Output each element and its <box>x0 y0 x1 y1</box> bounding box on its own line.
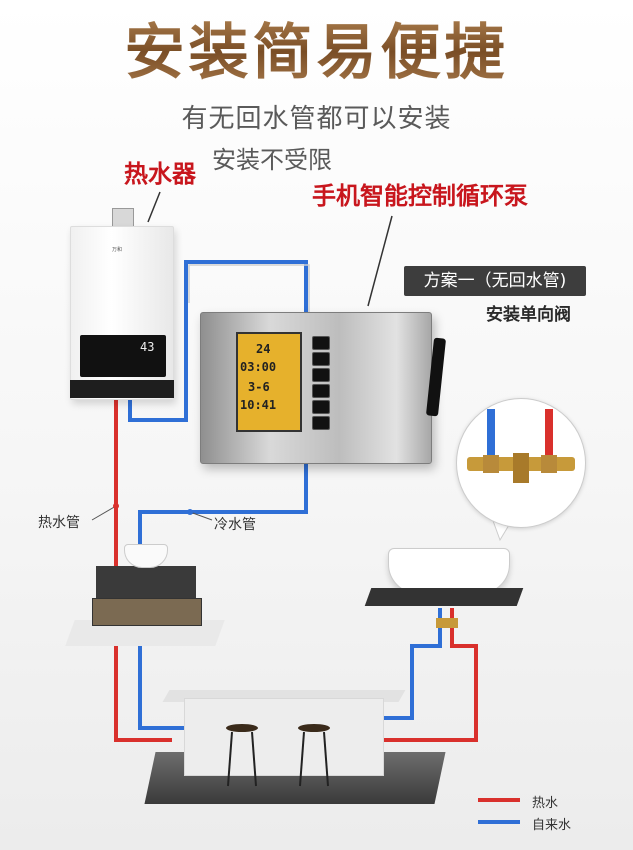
cold-pipe-heater-pump <box>184 260 308 312</box>
pump-button-4[interactable] <box>312 384 330 398</box>
pump-callout-line <box>367 215 393 307</box>
screen-line-1: 24 <box>256 342 271 356</box>
cold-pipe-heater-out <box>128 300 188 422</box>
pump-button-5[interactable] <box>312 400 330 414</box>
pump-callout: 手机智能控制循环泵 <box>312 181 528 210</box>
cold-pipe-right <box>382 608 442 720</box>
screen-line-2: 03:00 <box>240 360 277 374</box>
screen-line-3: 3-6 <box>248 380 270 394</box>
pump-screen: 24 03:00 3-6 10:41 <box>236 332 302 432</box>
pump-button-1[interactable] <box>312 336 330 350</box>
pump-button-6[interactable] <box>312 416 330 430</box>
pump-button-3[interactable] <box>312 368 330 382</box>
hot-pipe-main <box>114 398 172 742</box>
legend-cold-label: 自来水 <box>532 818 572 833</box>
screen-line-4: 10:41 <box>240 398 277 412</box>
hot-pipe-right <box>382 608 478 742</box>
heater-control-panel <box>80 335 166 377</box>
page-title: 安装简易便捷 <box>0 4 633 91</box>
hot-pipe-label: 热水管 <box>38 515 80 531</box>
check-valve-icon <box>467 409 575 483</box>
valve-zoom-circle <box>456 398 586 528</box>
cold-pipe-label: 冷水管 <box>214 517 256 533</box>
pump-button-2[interactable] <box>312 352 330 366</box>
subtitle-line2: 安装不受限 <box>212 146 332 174</box>
heater-brand: 万和 <box>112 247 123 253</box>
sink-basin-left <box>124 544 168 568</box>
plan-note: 安装单向阀 <box>486 305 571 325</box>
kitchen-island <box>184 698 384 776</box>
subtitle-line1: 有无回水管都可以安装 <box>181 104 452 134</box>
sink-basin-right <box>388 548 510 594</box>
heater-base <box>70 380 174 398</box>
cold-pipe-cabinet <box>138 620 186 730</box>
plan-badge: 方案一（无回水管) <box>404 266 586 296</box>
heater-display: 43 <box>140 340 155 354</box>
legend-hot-label: 热水 <box>532 796 559 811</box>
cold-pipe-pump-out <box>138 462 308 568</box>
cabinet-shelf <box>92 598 202 626</box>
heater-callout-line <box>147 191 161 223</box>
heater-callout: 热水器 <box>124 159 196 188</box>
